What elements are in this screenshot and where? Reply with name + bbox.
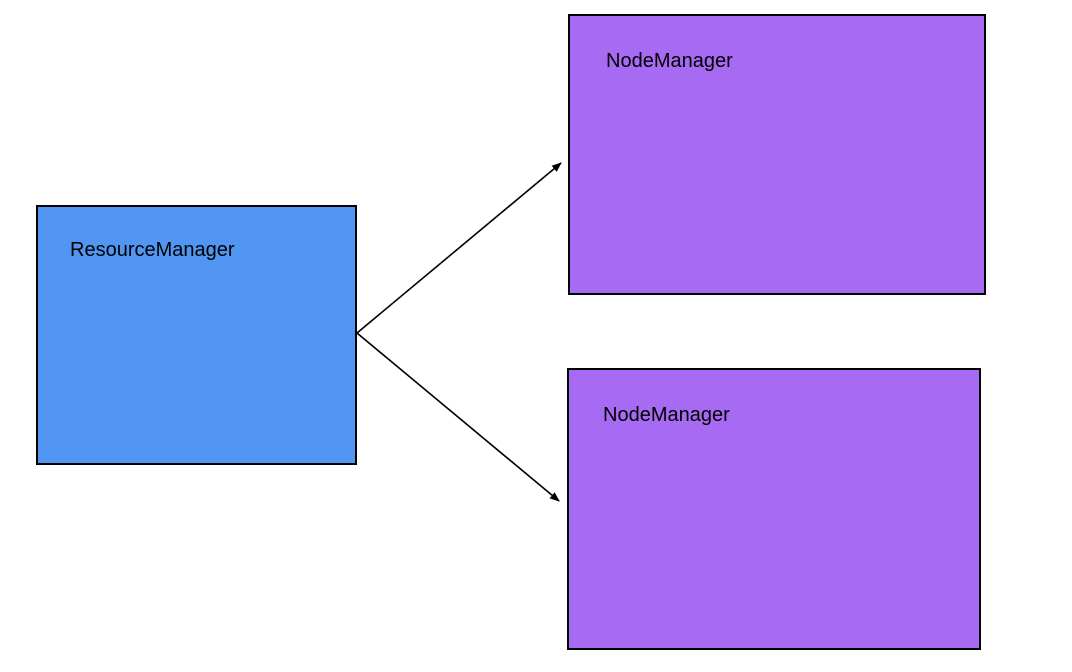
edge-resourcemanager-to-nodemanager-bottom[interactable] xyxy=(356,332,560,502)
node-manager-top-label: NodeManager xyxy=(606,50,733,72)
node-manager-bottom-node[interactable]: NodeManager xyxy=(567,368,981,650)
node-manager-bottom-label: NodeManager xyxy=(603,404,730,426)
node-manager-top-node[interactable]: NodeManager xyxy=(568,14,986,295)
edge-resourcemanager-to-nodemanager-top[interactable] xyxy=(356,162,562,334)
resource-manager-node[interactable]: ResourceManager xyxy=(36,205,357,465)
resource-manager-label: ResourceManager xyxy=(70,239,235,261)
